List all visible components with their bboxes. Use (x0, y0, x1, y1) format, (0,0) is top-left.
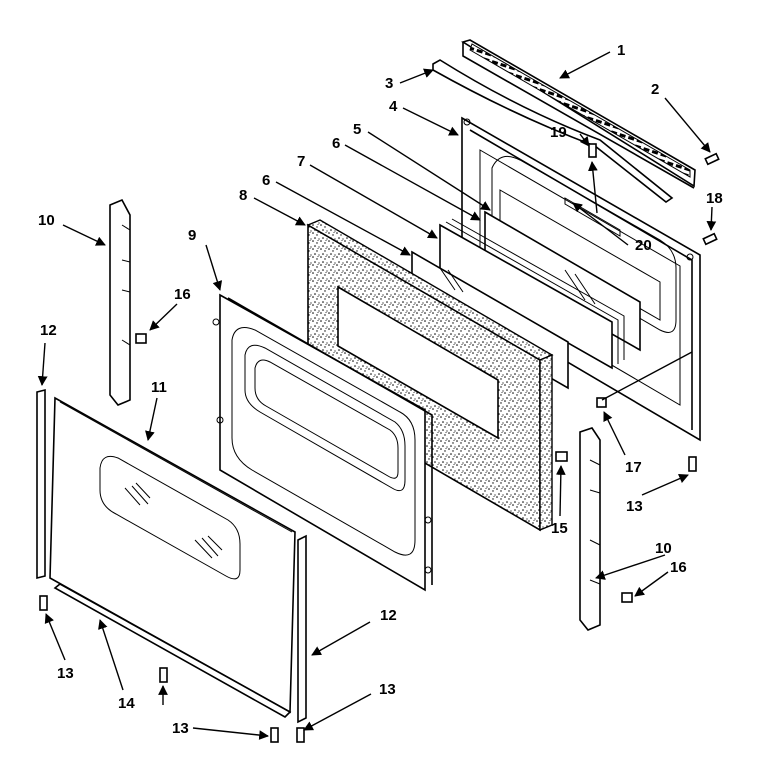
screw-2 (704, 152, 720, 166)
clip-16-left (135, 333, 147, 344)
screw-19 (588, 143, 597, 158)
callout-13-bottom-right: 13 (379, 681, 396, 698)
callout-4: 4 (389, 98, 398, 115)
screw-13-bottom (270, 727, 279, 743)
callout-11: 11 (151, 379, 167, 396)
screw-13-right-bottom (296, 727, 305, 743)
part-10-hinge-right (579, 427, 601, 631)
callout-20: 20 (635, 237, 652, 254)
callout-12-right: 12 (380, 607, 397, 624)
callout-10-right: 10 (655, 540, 672, 557)
part-12-side-trim-right (297, 534, 307, 724)
callout-18: 18 (706, 190, 723, 207)
clip-16-right (621, 592, 633, 603)
callout-13-bottom: 13 (172, 720, 189, 737)
callout-14: 14 (118, 695, 135, 712)
callout-13-left: 13 (57, 665, 74, 682)
part-7-glass-pack (439, 218, 625, 370)
callout-7: 7 (297, 153, 305, 170)
part-12-side-trim-left (36, 388, 46, 580)
callout-6-lower: 6 (262, 172, 270, 189)
callout-17: 17 (625, 459, 642, 476)
part-14-bottom-trim (53, 583, 292, 718)
screw-13-left (39, 595, 48, 611)
callout-16-left: 16 (174, 286, 191, 303)
callout-5: 5 (353, 121, 361, 138)
callout-13-right: 13 (626, 498, 643, 515)
part-8-insulation (306, 219, 554, 532)
part-9-door-frame (212, 293, 433, 592)
part-10-hinge-left (109, 198, 131, 406)
screw-13-mid (159, 667, 168, 683)
callout-10-left: 10 (38, 212, 55, 229)
callout-1: 1 (617, 42, 625, 59)
callout-2: 2 (651, 81, 659, 98)
callout-3: 3 (385, 75, 393, 92)
callout-15: 15 (551, 520, 568, 537)
leader-lines (37, 51, 717, 740)
screw-18 (702, 232, 718, 246)
callout-16-right: 16 (670, 559, 687, 576)
clip-15 (555, 451, 568, 462)
callout-6-upper: 6 (332, 135, 340, 152)
clip-17 (596, 397, 607, 408)
screw-13-right (688, 456, 697, 472)
callout-9: 9 (188, 227, 196, 244)
callout-8: 8 (239, 187, 247, 204)
part-3-trim-strip (432, 59, 674, 203)
part-1-top-trim (461, 39, 696, 189)
callout-labels: 1 2 3 4 5 6 6 7 8 9 10 10 11 12 12 13 13… (38, 42, 723, 737)
callout-19: 19 (550, 124, 567, 141)
callout-12-left: 12 (40, 322, 57, 339)
